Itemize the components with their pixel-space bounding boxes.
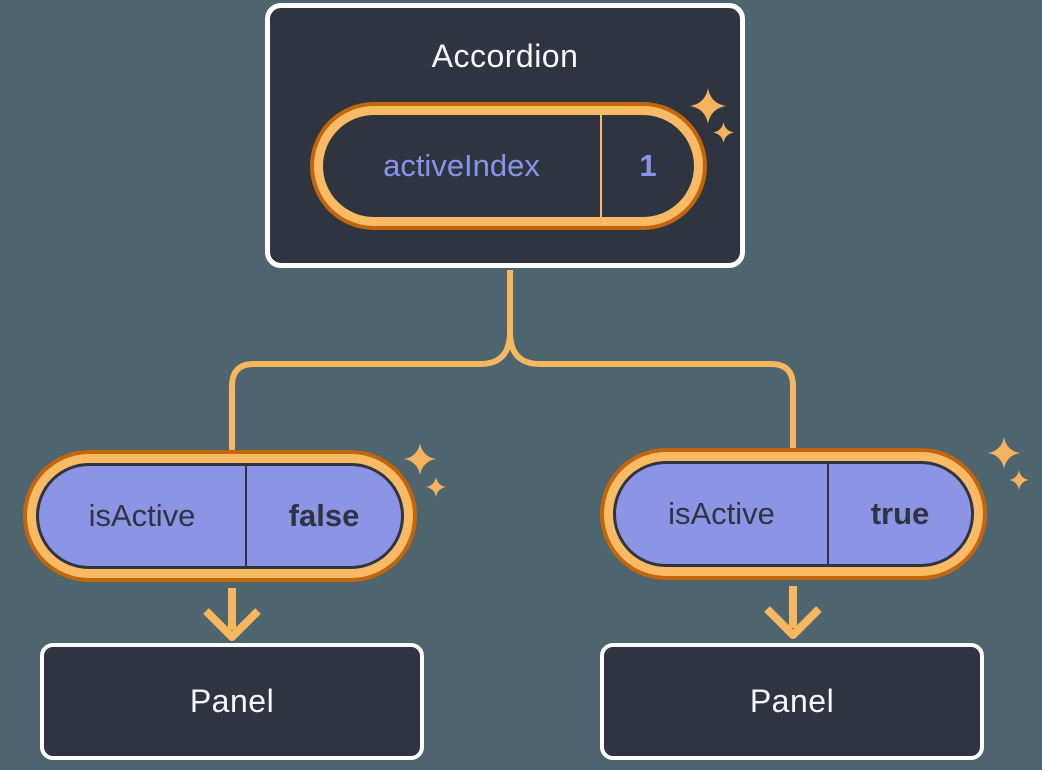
prop-pill-divider xyxy=(827,464,829,564)
panel-title: Panel xyxy=(749,683,835,719)
accordion-title: Accordion xyxy=(431,38,579,74)
connector-branch-right xyxy=(507,331,796,450)
connector-branch-left xyxy=(229,331,513,452)
prop-name: isActive xyxy=(88,498,196,533)
panel-title: Panel xyxy=(189,683,275,719)
prop-pill-right: isActive true xyxy=(600,448,987,580)
sparkle-icon xyxy=(690,88,726,124)
prop-pill-divider xyxy=(245,466,247,566)
node-panel-right: Panel xyxy=(600,643,984,760)
sparkle-icon xyxy=(1009,470,1029,490)
node-panel-left: Panel xyxy=(40,643,424,760)
sparkle-icon xyxy=(426,477,446,497)
state-pill-divider xyxy=(600,115,602,217)
arrow-down-icon-right xyxy=(764,586,822,639)
state-pill: activeIndex 1 xyxy=(310,102,707,230)
prop-value: true xyxy=(870,496,930,531)
prop-value: false xyxy=(288,498,360,533)
state-name: activeIndex xyxy=(383,148,540,183)
prop-pill-left: isActive false xyxy=(23,450,417,582)
arrow-down-icon-left xyxy=(203,588,261,641)
node-accordion: Accordion activeIndex 1 xyxy=(265,3,745,268)
sparkle-icon xyxy=(404,443,436,475)
sparkle-icon xyxy=(713,122,734,143)
prop-name: isActive xyxy=(668,496,775,531)
sparkle-icon xyxy=(988,437,1020,469)
state-value: 1 xyxy=(639,148,657,183)
